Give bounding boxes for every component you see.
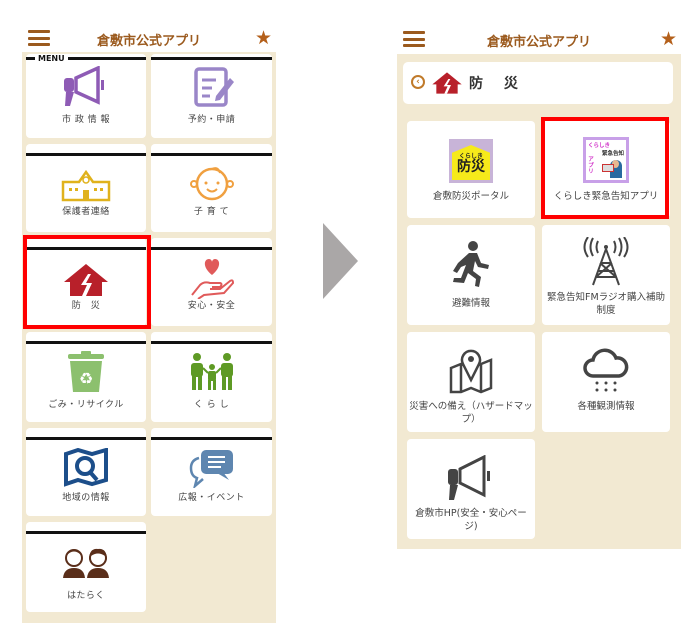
svg-text:♻: ♻ <box>79 369 93 388</box>
section-header: ‹ 防 災 <box>403 62 673 104</box>
menu-tag: MENU <box>30 54 68 63</box>
menu-item-disaster-prevention[interactable]: 防 災 <box>26 238 146 326</box>
menu-item-label: 地域の情報 <box>62 493 110 503</box>
form-edit-icon <box>193 67 234 107</box>
app-title: 倉敷市公式アプリ <box>486 34 591 50</box>
hamburger-menu-icon[interactable] <box>28 30 50 46</box>
app-title: 倉敷市公式アプリ <box>96 33 201 49</box>
disaster-prevention-screen: ‹ 防 災 くらしき 防災 倉敷防災ポータル くらしき 緊急告知 アプリ くらし… <box>397 54 681 549</box>
right-arrow-icon <box>323 223 358 299</box>
star-icon[interactable]: ★ <box>254 27 272 49</box>
menu-item-reservation[interactable]: 予約・申請 <box>151 54 272 138</box>
menu-item-label: 子 育 て <box>193 207 230 217</box>
item-evacuation-info[interactable]: 避難情報 <box>407 225 535 325</box>
menu-item-label: 広報・イベント <box>178 493 245 503</box>
running-person-icon <box>453 241 489 287</box>
recycle-bin-icon: ♻ <box>68 351 104 392</box>
menu-item-local-info[interactable]: 地域の情報 <box>26 428 146 516</box>
emergency-alert-app-icon: くらしき 緊急告知 アプリ <box>583 137 629 183</box>
hamburger-menu-icon[interactable] <box>403 31 425 47</box>
menu-item-pr-events[interactable]: 広報・イベント <box>151 428 272 516</box>
map-search-icon <box>64 448 108 487</box>
item-label: 緊急告知FMラジオ購入補助制度 <box>547 292 665 316</box>
item-label: 避難情報 <box>451 298 490 309</box>
item-observation-info[interactable]: 各種観測情報 <box>542 332 670 432</box>
item-label: 災害への備え（ハザードマップ） <box>409 401 533 425</box>
menu-item-work[interactable]: はたらく <box>26 522 146 612</box>
menu-item-label: 防 災 <box>71 301 101 311</box>
item-fm-radio-subsidy[interactable]: 緊急告知FMラジオ購入補助制度 <box>542 225 670 325</box>
section-title: 防 災 <box>469 76 526 92</box>
map-pin-icon <box>449 349 493 394</box>
menu-item-childcare[interactable]: 子 育 て <box>151 144 272 232</box>
menu-item-label: 安心・安全 <box>187 301 236 311</box>
menu-item-living[interactable]: く ら し <box>151 332 272 422</box>
item-hazard-map[interactable]: 災害への備え（ハザードマップ） <box>407 332 535 432</box>
item-label: 倉敷防災ポータル <box>432 191 509 202</box>
family-icon <box>190 353 233 390</box>
menu-item-safety[interactable]: 安心・安全 <box>151 238 272 326</box>
app-header-left: 倉敷市公式アプリ ★ <box>22 25 276 53</box>
item-label: くらしき緊急告知アプリ <box>553 191 659 202</box>
app-header-right: 倉敷市公式アプリ ★ <box>397 26 681 54</box>
menu-item-city-info[interactable]: MENU 市 政 情 報 <box>26 54 146 138</box>
star-icon[interactable]: ★ <box>659 28 677 50</box>
item-emergency-alert-app[interactable]: くらしき 緊急告知 アプリ くらしき緊急告知アプリ <box>542 121 670 218</box>
item-label: 倉敷市HP(安全・安心ページ) <box>415 508 527 532</box>
school-building-icon <box>61 169 111 202</box>
heart-hand-icon <box>190 259 234 299</box>
menu-item-label: 保護者連絡 <box>62 207 110 217</box>
menu-item-label: 市 政 情 報 <box>61 115 111 125</box>
item-label: 各種観測情報 <box>577 401 635 412</box>
radio-tower-icon <box>583 237 629 286</box>
baby-face-icon <box>189 167 234 201</box>
menu-item-guardian-contact[interactable]: 保護者連絡 <box>26 144 146 232</box>
disaster-house-icon <box>432 72 462 94</box>
disaster-house-icon <box>64 264 108 296</box>
menu-item-label: く ら し <box>193 400 230 410</box>
item-city-hp-safety[interactable]: 倉敷市HP(安全・安心ページ) <box>407 439 535 539</box>
main-menu-screen: MENU 市 政 情 報 予約・申請 保護者連絡 <box>22 52 276 623</box>
megaphone-icon <box>64 66 104 106</box>
item-bousai-portal[interactable]: くらしき 防災 倉敷防災ポータル <box>407 121 535 218</box>
rain-cloud-icon <box>583 348 629 392</box>
megaphone-icon <box>448 455 490 500</box>
kurashiki-bousai-logo-icon: くらしき 防災 <box>449 139 493 183</box>
menu-item-garbage-recycling[interactable]: ♻ ごみ・リサイクル <box>26 332 146 422</box>
menu-item-label: ごみ・リサイクル <box>48 400 124 410</box>
chat-bubbles-icon <box>189 450 233 488</box>
menu-item-label: 予約・申請 <box>187 115 236 125</box>
back-circle-icon[interactable]: ‹ <box>411 75 425 89</box>
menu-item-label: はたらく <box>67 591 105 601</box>
workers-icon <box>63 548 109 578</box>
